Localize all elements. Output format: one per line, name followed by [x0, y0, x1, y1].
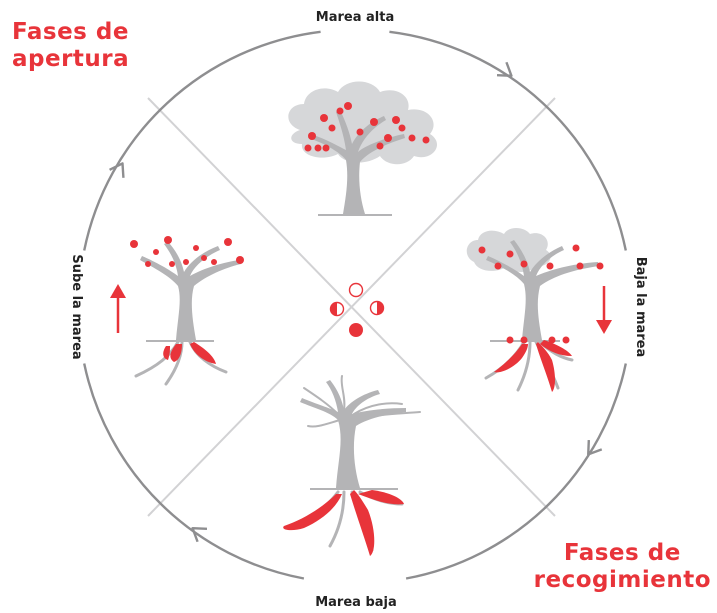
cycle-arc-top-left: [83, 30, 321, 251]
label-rising-tide: Sube la marea: [69, 254, 84, 359]
moon-waxing-icon: [329, 301, 345, 317]
fruit-cluster: [478, 244, 604, 344]
divider-diagonal-2: [147, 97, 556, 517]
roots-highlight: [494, 340, 572, 392]
opening-title-line-1: Fases de: [12, 19, 129, 45]
closing-title-line-1: Fases de: [563, 540, 681, 566]
roots-highlight: [163, 342, 216, 364]
opening-phases-title: Fases de apertura: [12, 19, 129, 73]
trunk: [486, 240, 599, 340]
closing-phases-title: Fases de recogimiento: [534, 540, 711, 594]
chevron-arrow-bottom-right-icon: [587, 439, 603, 456]
tree-low-tide: [283, 375, 421, 556]
cycle-arc-top-right: [389, 30, 627, 251]
trunk: [300, 380, 406, 488]
tree-ebbing-tide: [466, 228, 604, 392]
red-down-arrow-icon: [596, 286, 612, 334]
bare-branches: [303, 375, 421, 428]
trunk: [140, 242, 241, 340]
moon-phases-icon: [329, 282, 385, 337]
chevron-arrow-bottom-left-icon: [191, 527, 208, 543]
label-high-tide: Marea alta: [316, 10, 394, 25]
label-low-tide: Marea baja: [315, 595, 397, 610]
moon-new-icon: [348, 282, 364, 298]
foliage-cloud: [466, 228, 551, 272]
quadrant-dividers: [147, 97, 556, 517]
closing-title-line-2: recogimiento: [533, 567, 711, 593]
chevron-arrow-top-left-icon: [109, 162, 125, 178]
opening-title-line-2: apertura: [12, 46, 130, 72]
label-ebbing-tide: Baja la marea: [633, 257, 648, 358]
chevron-arrow-top-right-icon: [496, 61, 513, 77]
roots-highlight: [283, 490, 404, 556]
moon-full-icon: [349, 323, 363, 337]
red-up-arrow-icon: [110, 284, 126, 333]
cycle-circle: [83, 30, 627, 580]
tree-rising-tide: [130, 236, 244, 386]
cycle-arc-bottom-right: [405, 363, 627, 580]
trunk: [308, 110, 405, 214]
bud-cluster: [130, 236, 244, 267]
cycle-arc-bottom-left: [83, 363, 305, 580]
fruit-cluster: [304, 102, 430, 152]
moon-waning-icon: [369, 300, 385, 316]
tree-high-tide: [288, 81, 438, 216]
